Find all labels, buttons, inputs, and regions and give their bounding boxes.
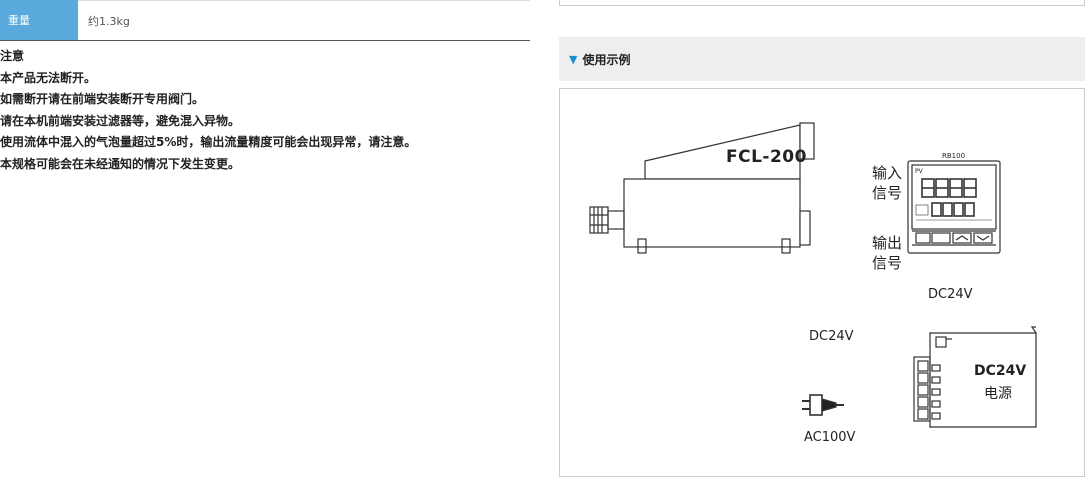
note-line: 请在本机前端安装过滤器等，避免混入异物。 [0,113,241,128]
psu-label: DC24V [974,363,1027,379]
controller-model-label: RB100 [942,152,966,160]
usage-section-header[interactable]: ▼ 使用示例 [559,37,1085,81]
usage-heading: 使用示例 [582,52,631,67]
usage-diagram: FCL-200 输入 信号 输出 信号 RB100 PV DC24V DC24V… [559,88,1085,477]
dc24v-left-label: DC24V [809,329,854,344]
input-signal-label: 输入 信号 [872,164,903,202]
note-line: 本产品无法断开。 [0,70,97,85]
triangle-down-icon: ▼ [569,52,578,66]
usage-diagram-svg [589,122,1037,428]
controller-pv-label: PV [915,168,923,175]
psu-sublabel: 电源 [984,386,1012,402]
ac-voltage-label: AC100V [804,430,856,445]
notes-block: 注意 本产品无法断开。 如需断开请在前端安装断开专用阀门。 请在本机前端安装过滤… [0,46,416,175]
output-signal-label: 输出 信号 [872,234,903,272]
controller-drawing [907,160,1001,254]
device-label: FCL-200 [726,147,807,167]
spec-value: 约1.3kg [78,0,530,40]
note-line: 如需断开请在前端安装断开专用阀门。 [0,92,205,106]
note-line: 本规格可能会在未经通知的情况下发生变更。 [0,156,241,171]
upper-panel-edge [559,0,1085,6]
spec-row: 重量 约1.3kg [0,0,530,41]
notes-title: 注意 [0,49,25,63]
power-supply-drawing [913,326,1037,428]
flow-device-drawing [589,122,815,254]
ac-plug-drawing [802,394,844,416]
note-line: 使用流体中混入的气泡量超过5%时，输出流量精度可能会出现异常，请注意。 [0,135,417,149]
spec-label: 重量 [0,0,78,40]
dc24v-right-label: DC24V [928,287,973,302]
